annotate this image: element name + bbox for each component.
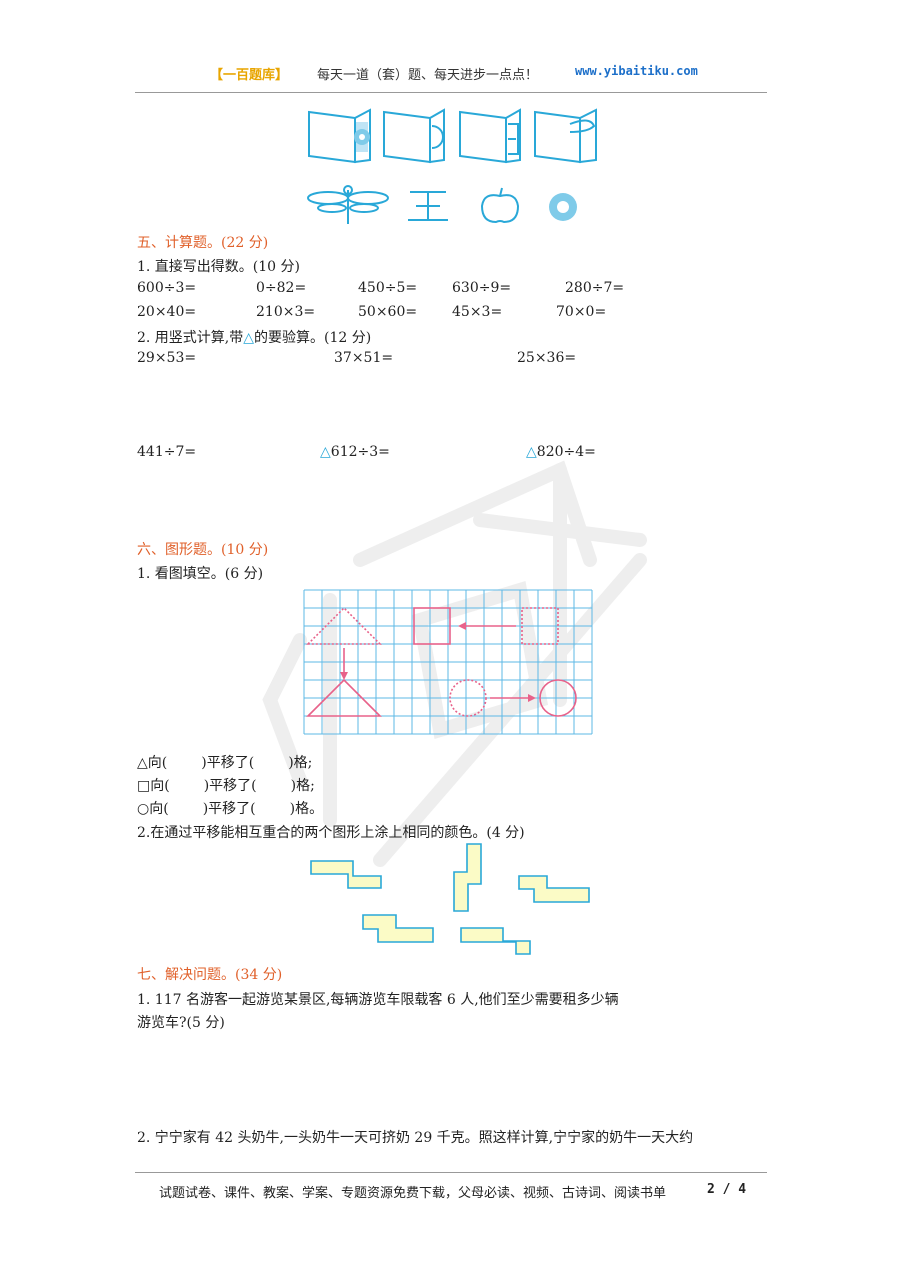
folded-paper-2 bbox=[383, 108, 445, 164]
s5-q2-label: 2. 用竖式计算,带△的要验算。(12 分) bbox=[137, 327, 371, 347]
folded-paper-1 bbox=[308, 108, 371, 164]
s5-q1-r1-c4: 630÷9= bbox=[452, 280, 512, 296]
triangle-icon: △ bbox=[243, 330, 255, 346]
s5-q2-r1-c2: 37×51= bbox=[334, 350, 394, 366]
s5-q1-r1-c2: 0÷82= bbox=[256, 280, 307, 296]
header-slogan: 每天一道（套）题、每天进步一点点！ bbox=[317, 68, 539, 83]
s6-q1-label: 1. 看图填空。(6 分) bbox=[137, 566, 264, 582]
s6-q1-line-square: □向()平移了()格; bbox=[137, 778, 315, 794]
z-shape-1[interactable] bbox=[310, 860, 382, 889]
triangle-original bbox=[306, 606, 382, 645]
s5-q1-r2-c3: 50×60= bbox=[358, 304, 418, 320]
s5-q1-r1-c3: 450÷5= bbox=[358, 280, 418, 296]
s5-q2-r2-c1: 441÷7= bbox=[137, 444, 197, 460]
square-shape-icon: □ bbox=[137, 778, 151, 794]
footer-rule bbox=[135, 1172, 767, 1173]
s5-q1-r2-c4: 45×3= bbox=[452, 304, 503, 320]
triangle-translated bbox=[306, 678, 382, 717]
circle-shape-icon: ○ bbox=[137, 801, 150, 817]
triangle-icon: △ bbox=[526, 444, 537, 460]
triangle-icon: △ bbox=[320, 444, 331, 460]
s5-q2-r2-c2: △612÷3= bbox=[320, 444, 390, 460]
s7-q2-line1: 2. 宁宁家有 42 头奶牛,一头奶牛一天可挤奶 29 千克。照这样计算,宁宁家… bbox=[137, 1130, 694, 1146]
s6-q1-line-circle: ○向()平移了()格。 bbox=[137, 801, 324, 817]
wang-character-icon bbox=[408, 191, 448, 221]
triangle-shape-icon: △ bbox=[137, 755, 148, 771]
square-translated bbox=[521, 607, 559, 645]
dragonfly-icon bbox=[307, 185, 389, 224]
section5-title: 五、计算题。(22 分) bbox=[137, 235, 269, 251]
snowflake-icon bbox=[549, 193, 577, 221]
folded-paper-3 bbox=[459, 108, 521, 164]
apple-icon bbox=[480, 187, 520, 224]
z-shape-4[interactable] bbox=[460, 927, 531, 955]
s5-q2-label-pre: 2. 用竖式计算,带 bbox=[137, 330, 244, 346]
s6-q2-label: 2.在通过平移能相互重合的两个图形上涂上相同的颜色。(4 分) bbox=[137, 825, 525, 841]
header-url[interactable]: www.yibaitiku.com bbox=[575, 64, 698, 78]
s6-q1-line-triangle: △向()平移了()格; bbox=[137, 755, 313, 771]
folded-paper-figures bbox=[307, 108, 597, 224]
section7-title: 七、解决问题。(34 分) bbox=[137, 967, 283, 983]
circle-original bbox=[449, 679, 487, 717]
page-number: 2 / 4 bbox=[707, 1182, 747, 1197]
s5-q1-r2-c1: 20×40= bbox=[137, 304, 197, 320]
s5-q2-r2-c3: △820÷4= bbox=[526, 444, 596, 460]
folded-paper-4 bbox=[534, 108, 597, 164]
s5-q1-r2-c5: 70×0= bbox=[556, 304, 607, 320]
s5-q2-r1-c1: 29×53= bbox=[137, 350, 197, 366]
header-brand: 【一百题库】 bbox=[210, 68, 289, 83]
s5-q1-r1-c1: 600÷3= bbox=[137, 280, 197, 296]
z-shape-2[interactable] bbox=[518, 875, 590, 903]
header-rule bbox=[135, 92, 767, 93]
translation-grid bbox=[303, 589, 593, 735]
footer-text[interactable]: 试题试卷、课件、教案、学案、专题资源免费下载，父母必读、视频、古诗词、阅读书单 bbox=[159, 1186, 667, 1201]
section6-title: 六、图形题。(10 分) bbox=[137, 542, 269, 558]
s5-q1-r1-c5: 280÷7= bbox=[565, 280, 625, 296]
s7-q1-line1: 1. 117 名游客一起游览某景区,每辆游览车限载客 6 人,他们至少需要租多少… bbox=[137, 992, 619, 1008]
square-original bbox=[413, 607, 451, 645]
s7-q1-line2: 游览车?(5 分) bbox=[137, 1015, 225, 1031]
s5-q2-r1-c3: 25×36= bbox=[517, 350, 577, 366]
s5-q1-label: 1. 直接写出得数。(10 分) bbox=[137, 259, 300, 275]
s5-q1-r2-c2: 210×3= bbox=[256, 304, 316, 320]
l-shape-vertical[interactable] bbox=[453, 843, 482, 912]
z-shape-3[interactable] bbox=[362, 914, 434, 943]
s5-q2-label-post: 的要验算。(12 分) bbox=[254, 330, 372, 346]
snowflake-small-icon bbox=[354, 129, 370, 145]
circle-translated bbox=[539, 679, 577, 717]
